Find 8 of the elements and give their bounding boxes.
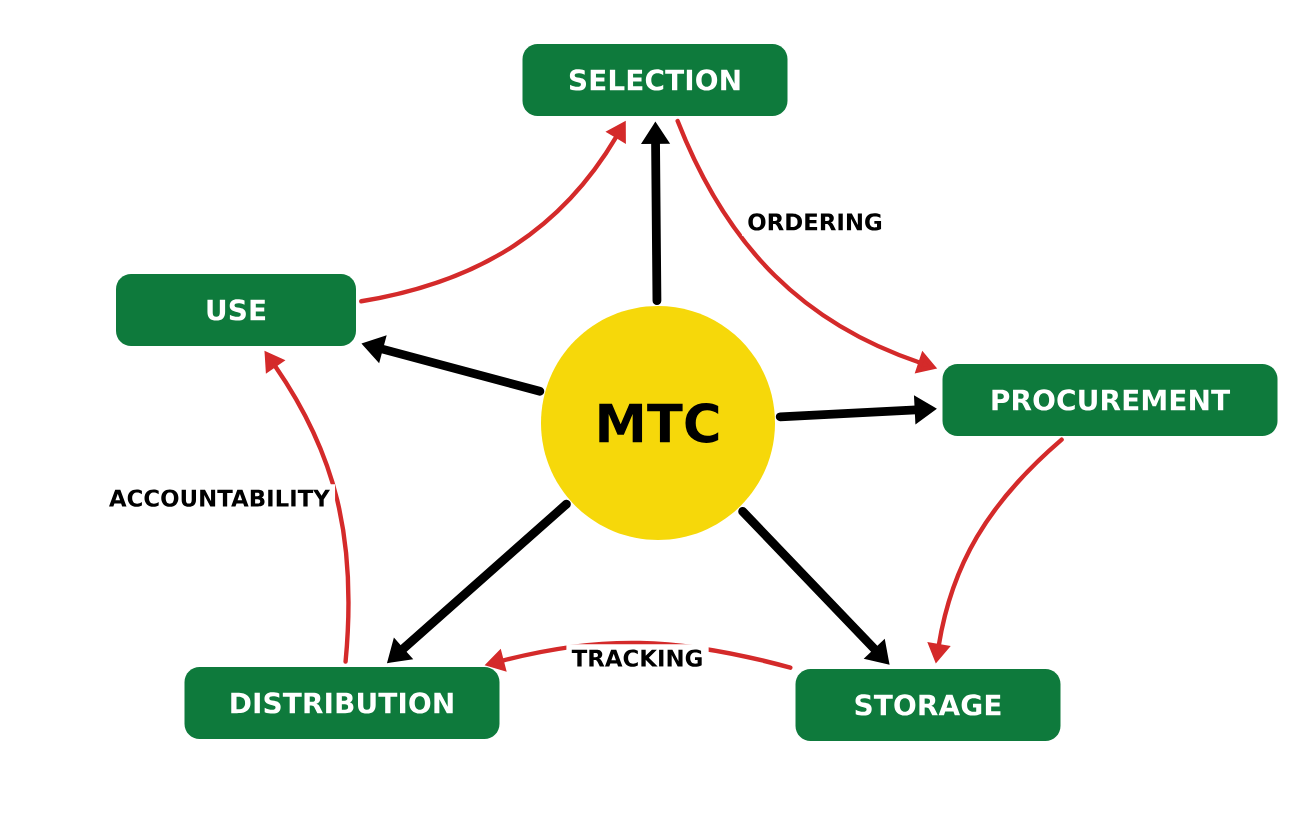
process-box: USE	[116, 274, 356, 346]
process-box: STORAGE	[795, 669, 1061, 741]
process-box: DISTRIBUTION	[184, 667, 500, 739]
process-box: PROCUREMENT	[942, 364, 1278, 436]
edge-label: ACCOUNTABILITY	[103, 484, 336, 512]
edge-label: ORDERING	[741, 208, 889, 236]
edge-label: TRACKING	[566, 644, 709, 673]
process-box: SELECTION	[522, 44, 788, 116]
